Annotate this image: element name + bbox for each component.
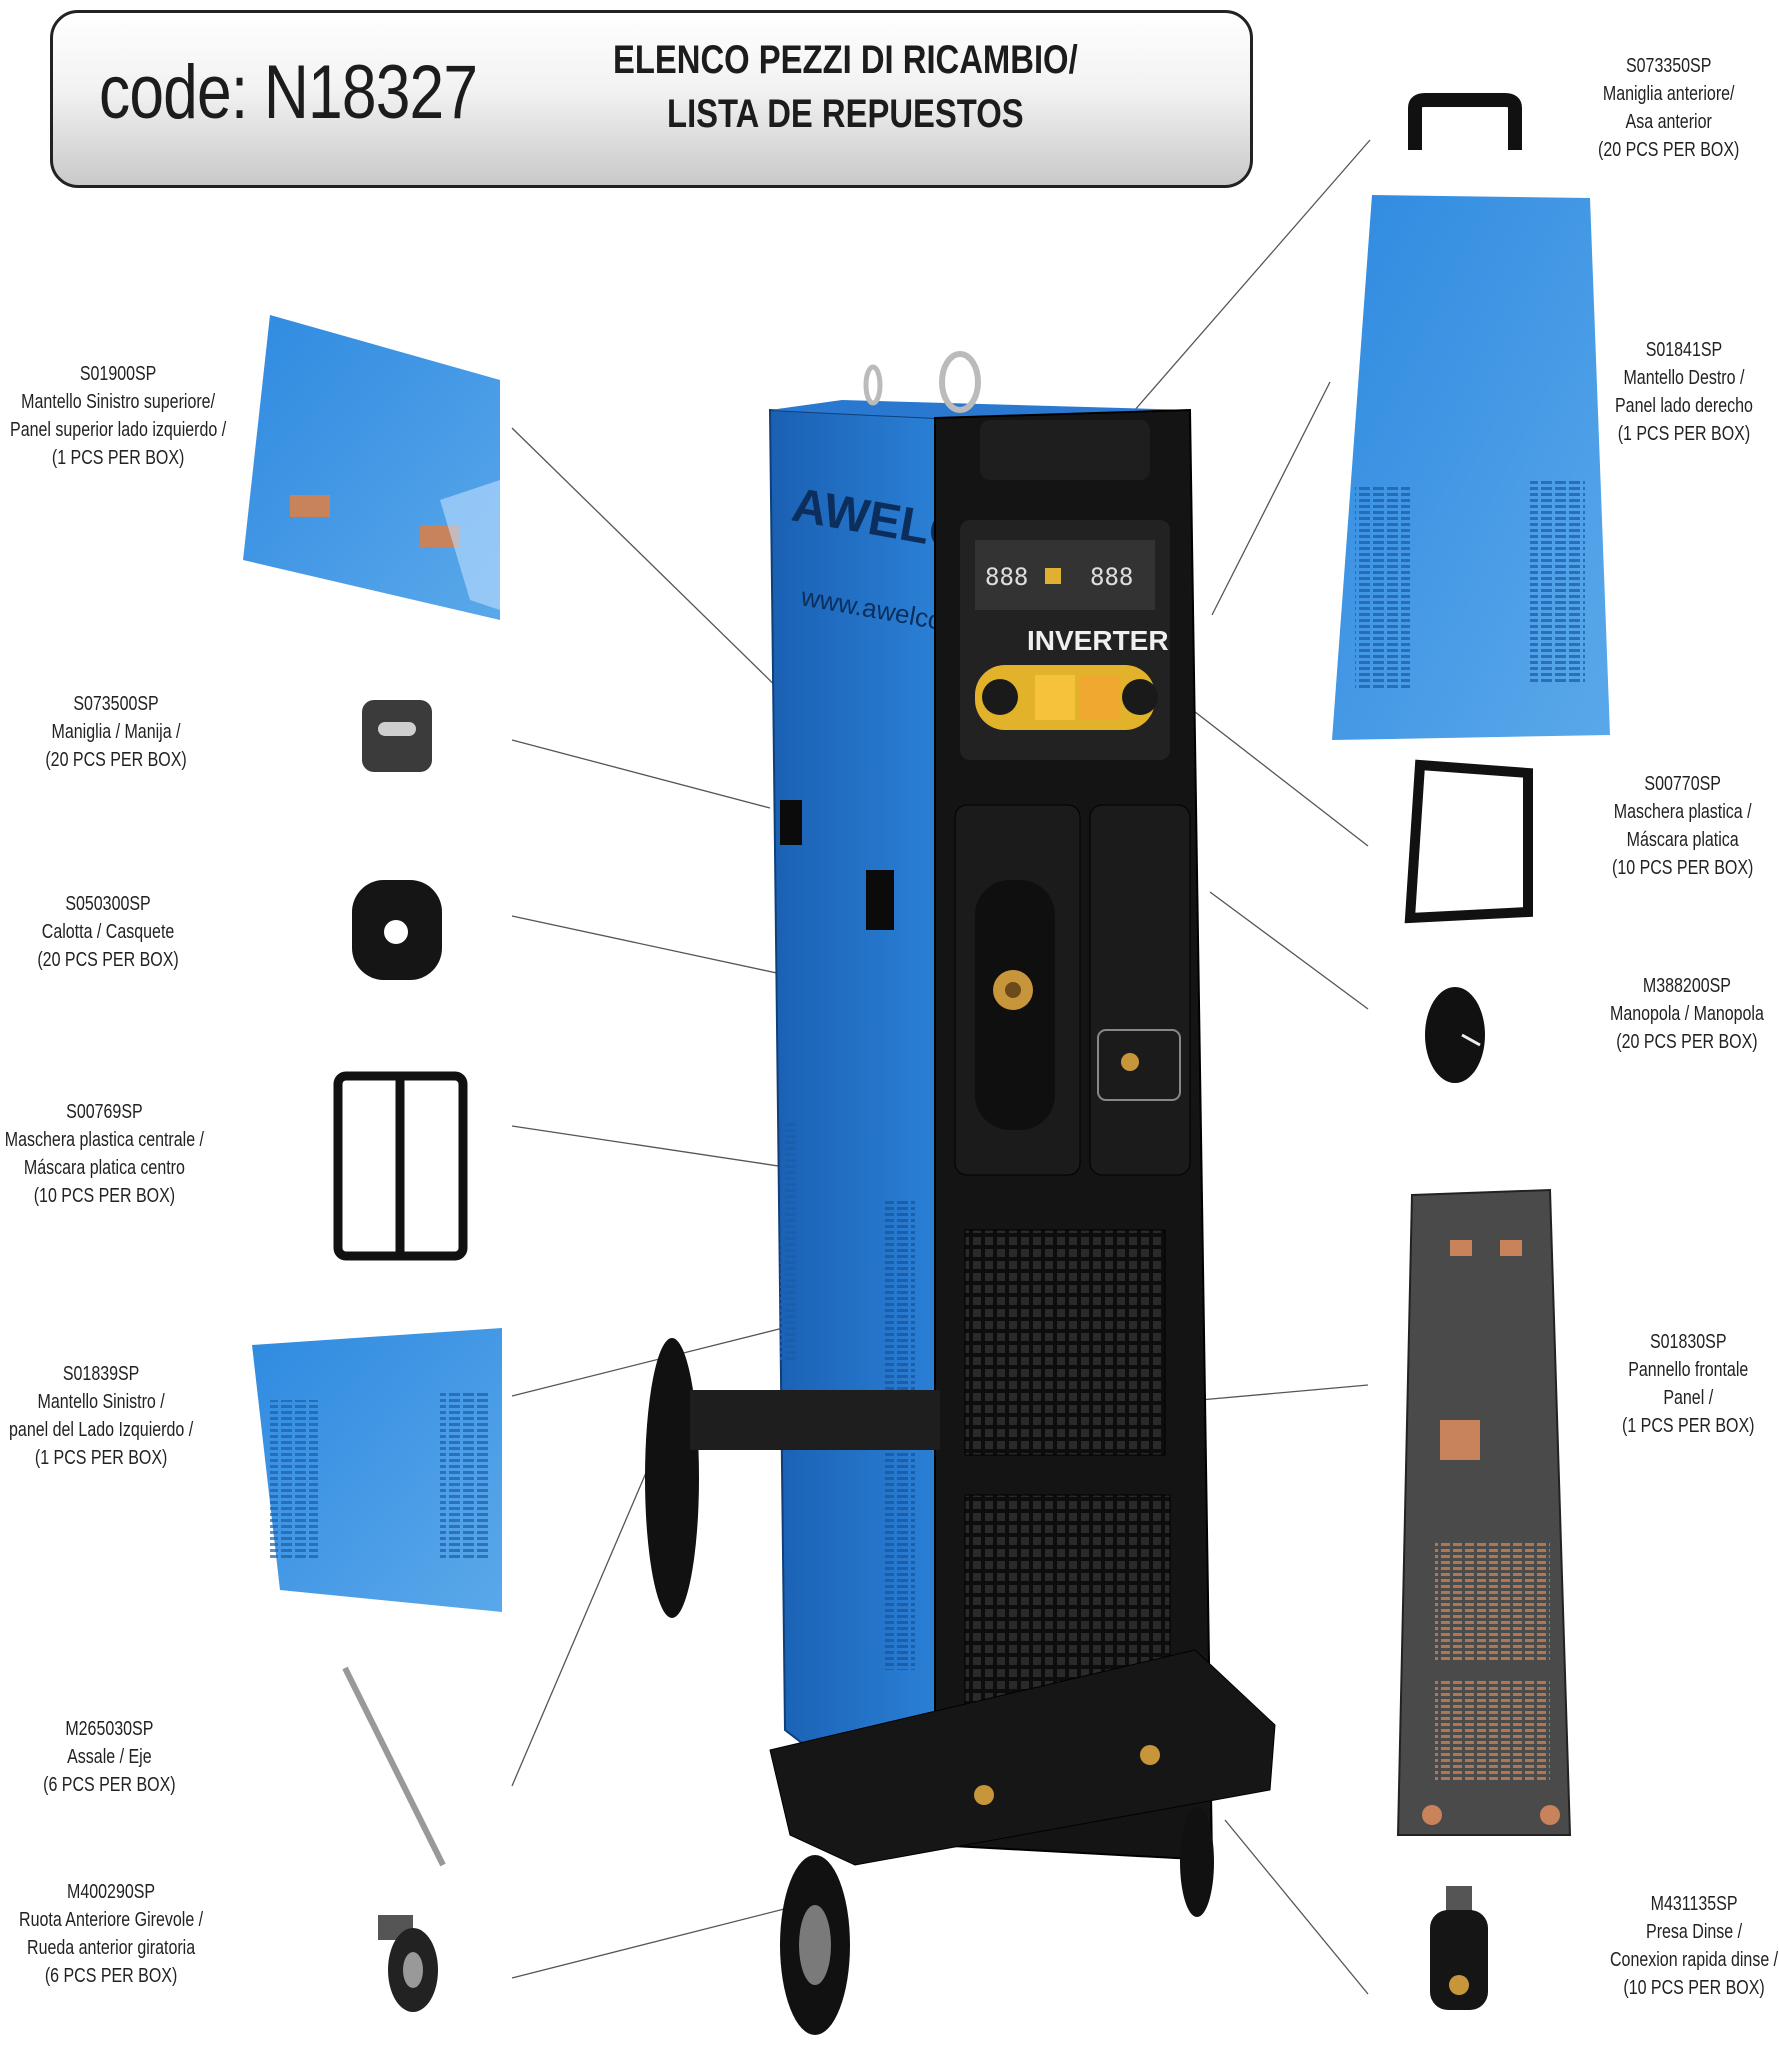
part-image-M400290SP (378, 1915, 438, 2012)
part-label-S073350SP: S073350SP Maniglia anteriore/ Asa anteri… (1598, 55, 1740, 161)
product-code: code: N18327 (99, 50, 478, 135)
svg-text:888: 888 (1090, 563, 1133, 591)
leader-lines (511, 139, 1371, 1995)
part-label-M400290SP: M400290SP Ruota Anteriore Girevole / Rue… (18, 1881, 203, 1987)
part-label-S01900SP: S01900SP Mantello Sinistro superiore/ Pa… (9, 363, 226, 469)
document-title: ELENCO PEZZI DI RICAMBIO/ LISTA DE REPUE… (613, 33, 1078, 141)
inverter-label: INVERTER (1027, 625, 1169, 656)
part-image-M431135SP (1430, 1886, 1488, 2010)
part-label-M265030SP: M265030SP Assale / Eje (6 PCS PER BOX) (43, 1718, 176, 1796)
part-image-S01900SP (243, 315, 500, 620)
part-label-S00769SP: S00769SP Maschera plastica centrale / Má… (4, 1101, 204, 1207)
part-image-S050300SP (352, 880, 442, 980)
part-image-S01841SP (1332, 195, 1610, 740)
part-label-S01830SP: S01830SP Pannello frontale Panel / (1 PC… (1622, 1331, 1755, 1437)
part-label-S01839SP: S01839SP Mantello Sinistro / panel del L… (8, 1363, 193, 1469)
part-image-M265030SP (342, 1666, 446, 1867)
part-image-S073500SP (362, 700, 432, 772)
title-line-1: ELENCO PEZZI DI RICAMBIO/ (613, 38, 1078, 82)
part-image-M388200SP (1425, 987, 1485, 1083)
part-image-S00770SP (1404, 759, 1533, 924)
part-label-M431135SP: M431135SP Presa Dinse / Conexion rapida … (1610, 1893, 1779, 1999)
part-image-S00769SP (333, 1071, 468, 1261)
welding-machine: AWELCO www.awelco.com 888 888 INVERTER (645, 351, 1276, 2035)
part-label-M388200SP: M388200SP Manopola / Manopola (20 PCS PE… (1610, 975, 1764, 1053)
part-image-S01830SP (1396, 1188, 1572, 1836)
header-box: code: N18327 ELENCO PEZZI DI RICAMBIO/ L… (50, 10, 1253, 188)
part-label-S01841SP: S01841SP Mantello Destro / Panel lado de… (1615, 339, 1753, 445)
svg-text:888: 888 (985, 563, 1028, 591)
part-image-S01839SP (252, 1328, 502, 1612)
title-line-2: LISTA DE REPUESTOS (667, 92, 1024, 136)
part-label-S050300SP: S050300SP Calotta / Casquete (20 PCS PER… (37, 893, 179, 971)
part-label-S00770SP: S00770SP Maschera plastica / Máscara pla… (1612, 773, 1754, 879)
part-label-S073500SP: S073500SP Maniglia / Manija / (20 PCS PE… (45, 693, 187, 771)
part-image-S073350SP (1408, 93, 1522, 150)
